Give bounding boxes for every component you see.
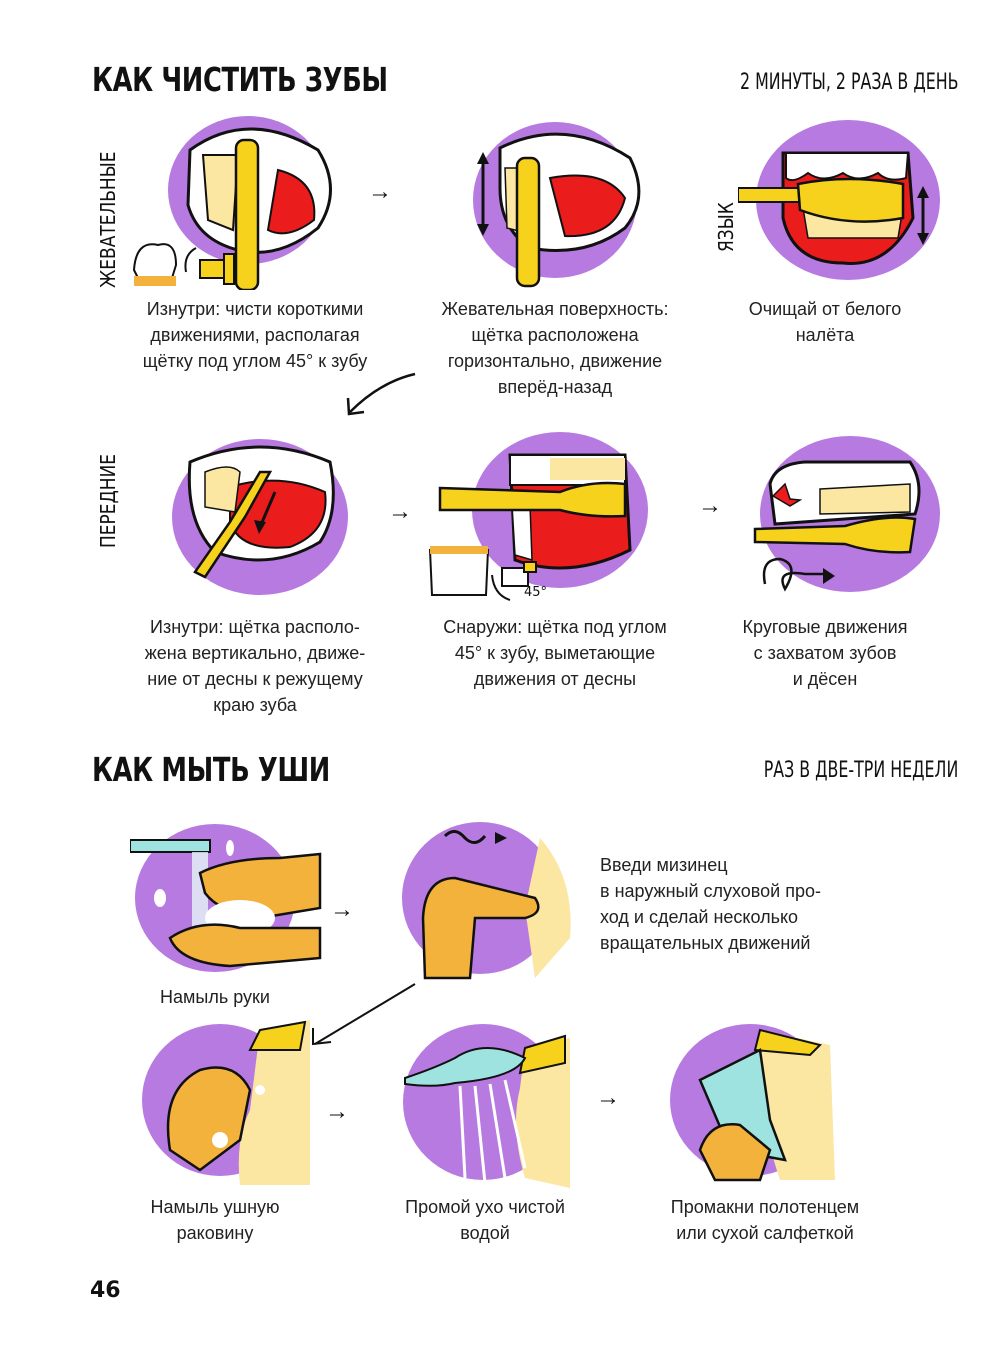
step-caption-finger-in-ear: Введи мизинец в наружный слуховой про- х… — [600, 855, 822, 953]
brush-chewing-surface-illustration — [455, 118, 655, 288]
arrow-right-icon: → — [698, 492, 722, 519]
brush-inner-front-illustration — [160, 432, 360, 602]
lather-hands-illustration — [130, 818, 330, 978]
arrow-right-icon: → — [368, 178, 392, 205]
arrow-right-icon: → — [330, 896, 354, 923]
lather-ear-illustration — [140, 1020, 310, 1185]
brush-circular-illustration — [745, 434, 945, 604]
step-caption-dry-ear: Промакни полотенцем или сухой салфеткой — [670, 1197, 860, 1243]
front-teeth-label: ПЕРЕДНИЕ — [96, 453, 120, 548]
step-caption-chewing-surface: Жевательная поверхность: щётка расположе… — [441, 299, 669, 397]
brush-tongue-illustration — [738, 118, 948, 288]
rinse-ear-illustration — [395, 1018, 570, 1188]
arrow-right-icon: → — [325, 1098, 349, 1125]
ears-section-title: КАК МЫТЬ УШИ — [92, 750, 330, 789]
diagonal-arrow-icon — [305, 980, 420, 1050]
step-caption-lather-ear: Намыль ушную раковину — [150, 1197, 280, 1243]
teeth-frequency: 2 МИНУТЫ, 2 РАЗА В ДЕНЬ — [739, 70, 958, 95]
chewing-teeth-label: ЖЕВАТЕЛЬНЫЕ — [96, 151, 120, 288]
angle-label: 45° — [524, 585, 547, 600]
finger-in-ear-illustration — [395, 818, 575, 988]
brush-outer-45-illustration: 45° — [420, 430, 660, 610]
page-number: 46 — [90, 1278, 121, 1303]
diagonal-arrow-icon — [340, 370, 420, 420]
teeth-section-title: КАК ЧИСТИТЬ ЗУБЫ — [92, 60, 388, 99]
ears-frequency: РАЗ В ДВЕ-ТРИ НЕДЕЛИ — [763, 758, 958, 783]
step-caption-inner-front: Изнутри: щётка располо- жена вертикально… — [144, 617, 366, 715]
step-caption-tongue: Очищай от белого налёта — [748, 299, 902, 345]
step-caption-lather-hands: Намыль руки — [160, 987, 270, 1007]
tongue-label: ЯЗЫК — [714, 202, 738, 252]
step-caption-circular: Круговые движения с захватом зубов и дёс… — [742, 617, 908, 689]
brush-inner-chewing-illustration — [128, 110, 348, 290]
step-caption-outer-45: Снаружи: щётка под углом 45° к зубу, вым… — [443, 617, 667, 689]
arrow-right-icon: → — [388, 498, 412, 525]
step-caption-rinse-ear: Промой ухо чистой водой — [405, 1197, 565, 1243]
dry-ear-illustration — [660, 1020, 840, 1185]
step-caption-inner-chewing: Изнутри: чисти короткими движениями, рас… — [142, 299, 368, 371]
arrow-right-icon: → — [596, 1084, 620, 1111]
